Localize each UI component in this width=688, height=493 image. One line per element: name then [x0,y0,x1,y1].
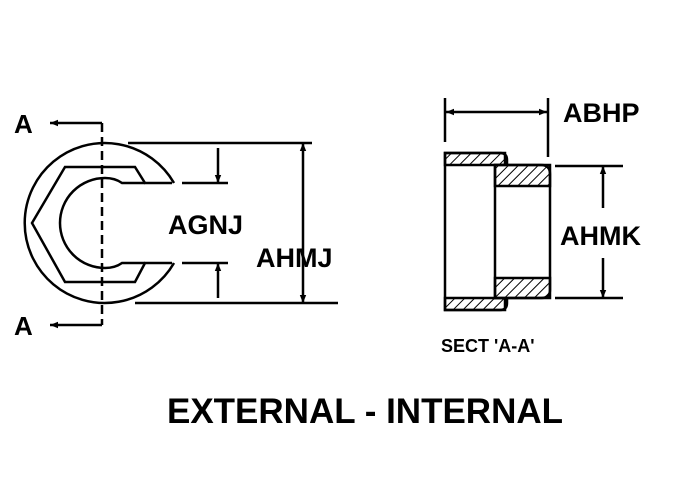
section-label-top: A [14,109,33,139]
ahmj-label: AHMJ [256,243,333,273]
section-caption: SECT 'A-A' [441,336,535,356]
section-view [443,98,623,312]
ahmk-label: AHMK [560,221,641,251]
agnj-label: AGNJ [168,210,243,240]
diagram-title: EXTERNAL - INTERNAL [167,392,563,431]
ring-inner-arc [58,176,145,270]
front-view [23,119,338,329]
inner-hatch-top [493,163,552,188]
ring-outer-arc [23,141,176,305]
outer-hatch-bottom [443,296,509,312]
ring-inner-hex [30,165,172,284]
section-label-bottom: A [14,311,33,341]
inner-hatch-bottom [493,276,552,300]
abhp-label: ABHP [563,98,640,128]
outer-hatch-top [443,151,509,167]
